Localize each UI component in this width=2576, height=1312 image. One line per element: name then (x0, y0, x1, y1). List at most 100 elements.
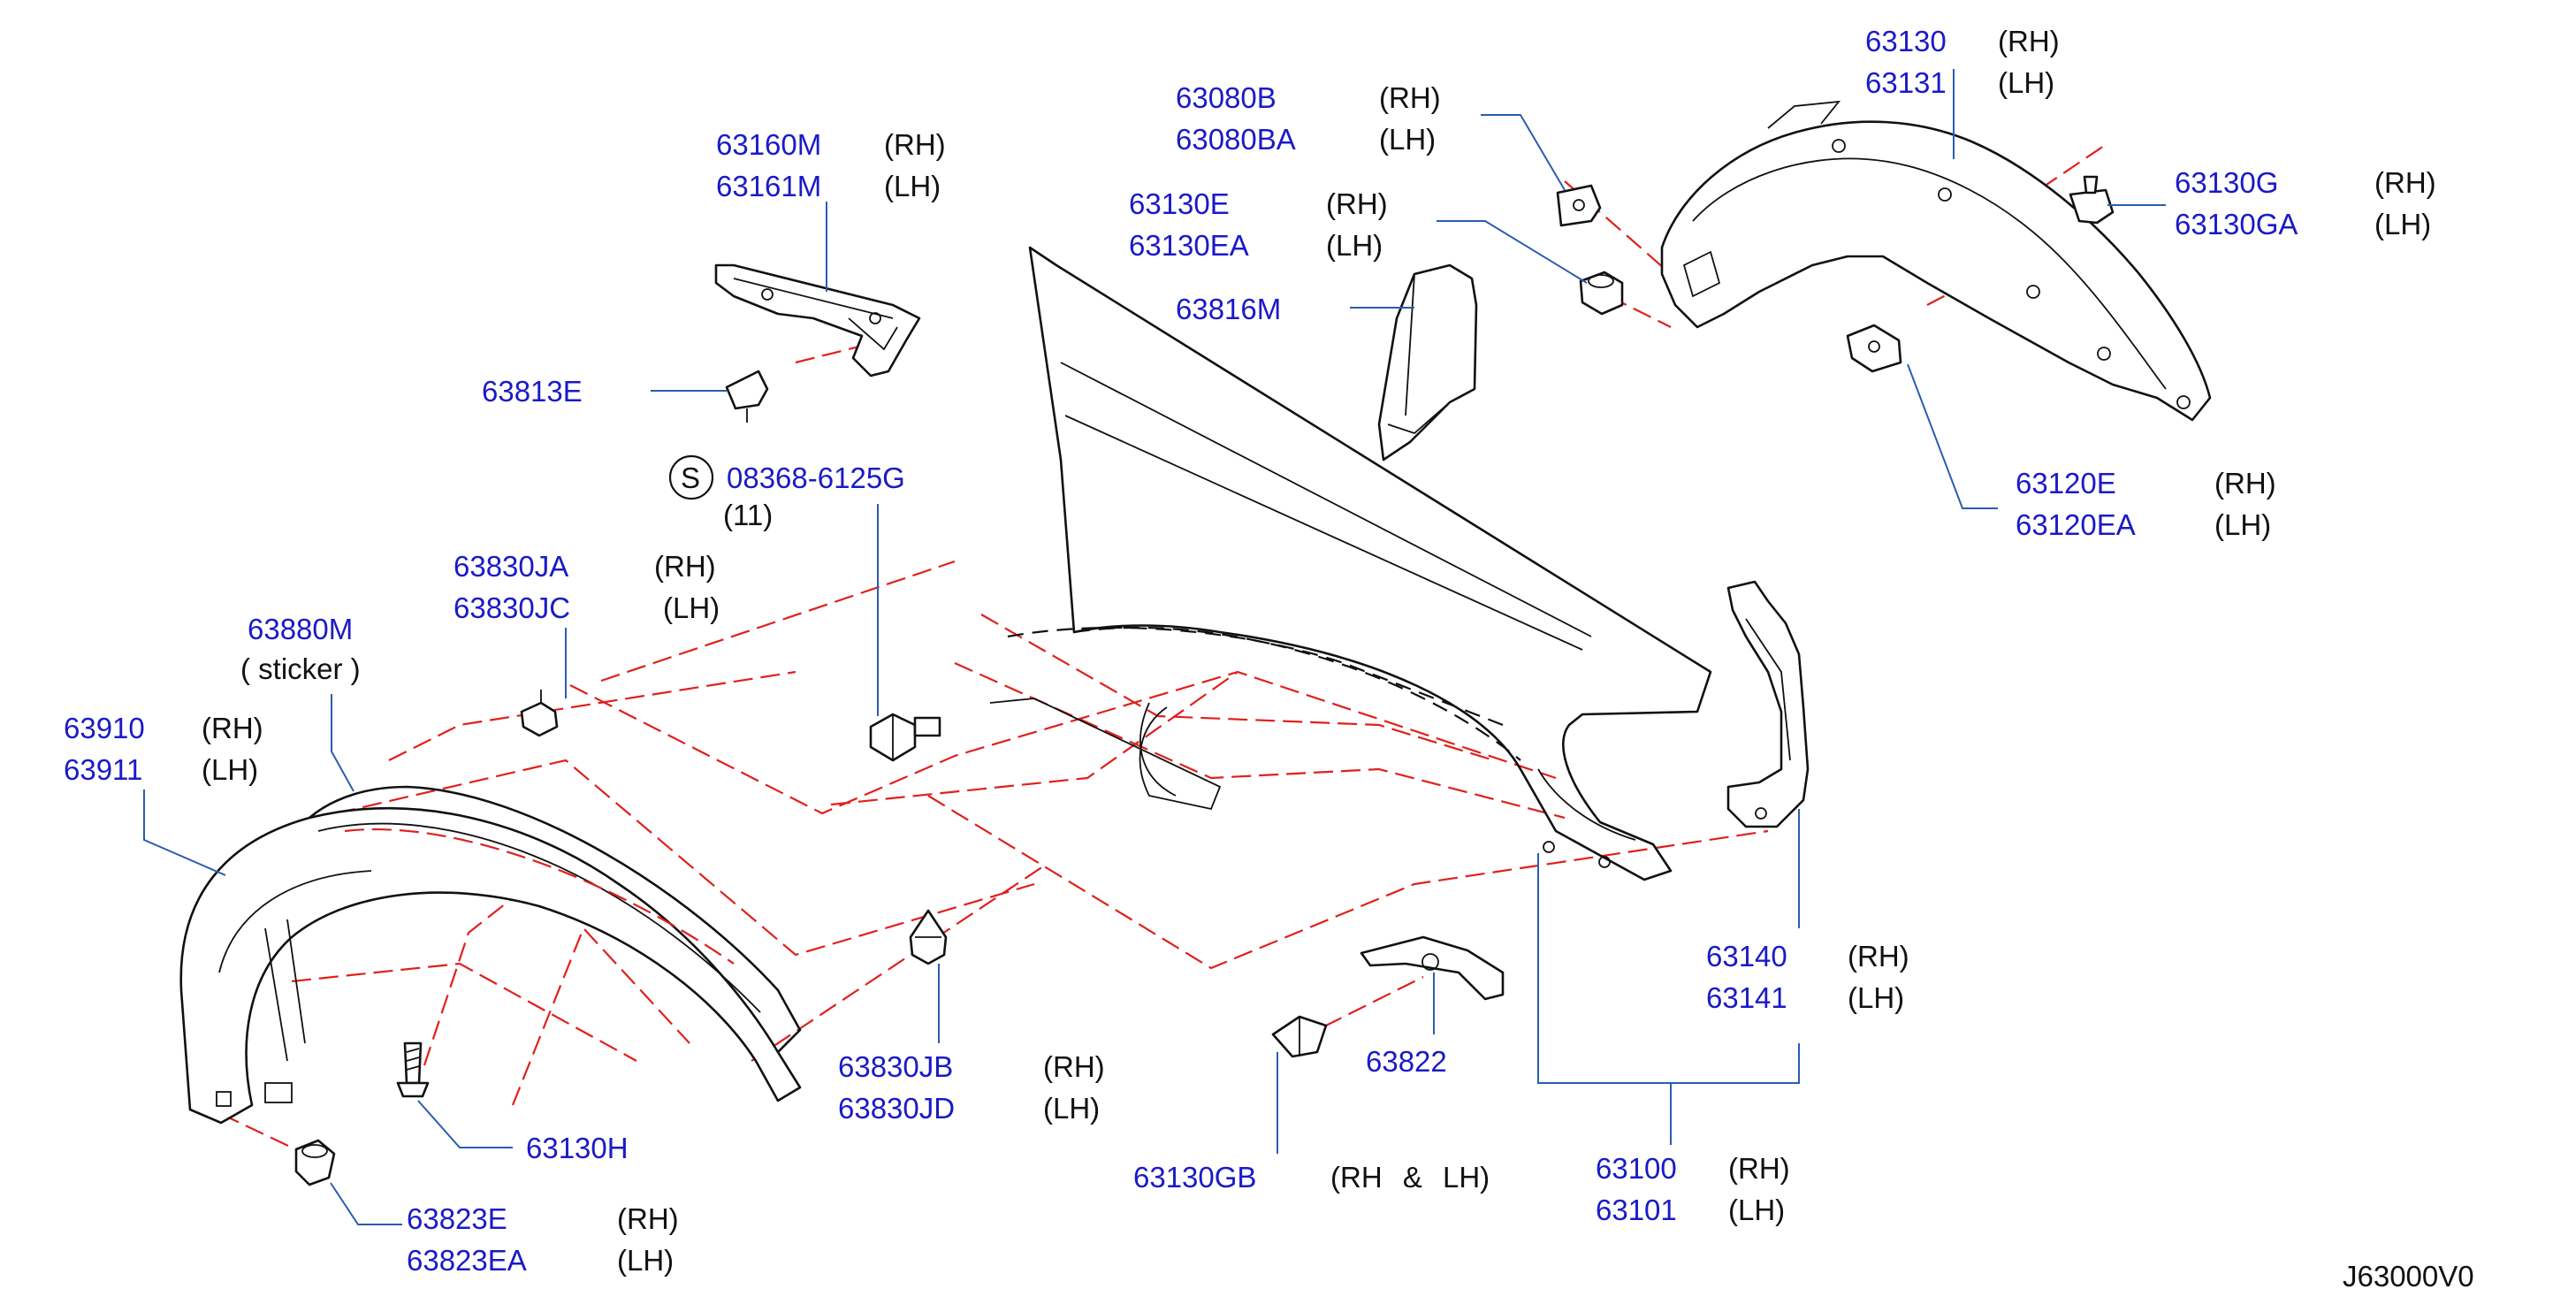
label-63130H: 63130H (526, 1132, 629, 1164)
part-number: 63120EA (2016, 508, 2136, 541)
clip-63080B (1556, 184, 1602, 227)
side-note: (RH) (654, 550, 716, 583)
side-note: (RH) (1728, 1152, 1790, 1185)
screw-63130H (396, 1041, 430, 1098)
label-63880M: 63880M ( sticker ) (240, 613, 361, 685)
clip-63830JA (520, 690, 559, 737)
part-number: 63880M (248, 613, 353, 645)
part-number: 63161M (716, 170, 821, 202)
label-63140: 63140 (RH) 63141 (LH) (1706, 940, 1909, 1014)
part-number: 63120E (2016, 467, 2116, 500)
part-number: 63830JC (453, 591, 570, 624)
label-63120E: 63120E (RH) 63120EA (LH) (2016, 467, 2276, 541)
label-63813E: 63813E (482, 375, 583, 408)
side-note: (LH) (202, 753, 258, 786)
clip-63130G (2069, 175, 2115, 225)
side-note: (RH) (1998, 25, 2060, 57)
bolt-08368-6125G (869, 713, 941, 762)
clip-63120E (1846, 324, 1902, 373)
bracket-63822 (1360, 935, 1505, 1001)
label-63100: 63100 (RH) 63101 (LH) (1596, 1152, 1790, 1226)
side-note: (RH) (1848, 940, 1909, 973)
side-note: (RH) (1043, 1050, 1105, 1083)
part-number: 63130GB (1133, 1161, 1256, 1194)
clip-63130GB (1271, 1015, 1328, 1058)
label-63130: 63130 (RH) 63131 (LH) (1865, 25, 2060, 99)
part-note: ( sticker ) (240, 652, 361, 685)
side-note: (LH) (1998, 66, 2054, 99)
standard-part-mark: S (681, 461, 700, 494)
side-note: (RH) (2214, 467, 2276, 500)
part-number: 63130 (1865, 25, 1947, 57)
part-number: 63130EA (1129, 229, 1249, 262)
side-note: (RH) (617, 1202, 679, 1235)
side-note: (RH) (1379, 81, 1441, 114)
label-63830JB: 63830JB (RH) 63830JD (LH) (838, 1050, 1105, 1125)
part-number: 63823EA (407, 1244, 527, 1277)
part-number: 63822 (1366, 1045, 1447, 1078)
label-63130GB: 63130GB (RH & LH) (1133, 1161, 1490, 1194)
grommet-63823E (294, 1139, 336, 1186)
part-number: 63830JB (838, 1050, 953, 1083)
part-number: 63830JD (838, 1092, 955, 1125)
label-63160M: 63160M (RH) 63161M (LH) (716, 128, 946, 202)
side-note: (LH) (1326, 229, 1383, 262)
label-63910: 63910 (RH) 63911 (LH) (64, 712, 263, 786)
fender-protector-rear (1660, 100, 2212, 422)
bracket-63160M (714, 263, 921, 378)
part-number: 63813E (482, 375, 583, 408)
clip-63130E (1579, 271, 1624, 316)
seal-63816M (1377, 263, 1478, 461)
part-number: 63131 (1865, 66, 1947, 99)
part-number: 63830JA (453, 550, 568, 583)
side-note: (RH) (2374, 166, 2436, 199)
label-63823E: 63823E (RH) 63823EA (LH) (407, 1202, 679, 1277)
diagram-code: J63000V0 (2343, 1260, 2474, 1293)
assembly-lines (220, 145, 2105, 1155)
side-note: (RH) (1326, 187, 1388, 220)
quantity: (11) (723, 499, 773, 531)
side-note: (LH) (1043, 1092, 1100, 1125)
label-63816M: 63816M (1176, 293, 1281, 325)
part-number: 63100 (1596, 1152, 1677, 1185)
part-number: 63823E (407, 1202, 507, 1235)
leader-lines (143, 69, 2166, 1225)
clip-63813E (725, 370, 769, 423)
side-note: (LH) (617, 1244, 674, 1277)
label-08368-6125G: S 08368-6125G (11) (668, 454, 905, 531)
side-note: (LH) (1848, 981, 1904, 1014)
fender-protector-front (179, 785, 802, 1125)
label-63080B: 63080B (RH) 63080BA (LH) (1176, 81, 1441, 156)
part-number: 63816M (1176, 293, 1281, 325)
bracket-63140 (1726, 580, 1810, 828)
part-number: 63911 (64, 753, 142, 786)
side-note: (RH) (884, 128, 946, 161)
label-63822: 63822 (1366, 1045, 1447, 1078)
part-number: 63910 (64, 712, 145, 744)
side-note: (LH) (1728, 1194, 1785, 1226)
part-number: 63080B (1176, 81, 1277, 114)
front-fender (989, 246, 1712, 881)
part-number: 63101 (1596, 1194, 1677, 1226)
side-note: (LH) (1379, 123, 1436, 156)
label-63130G: 63130G (RH) 63130GA (LH) (2175, 166, 2436, 240)
part-number: 63140 (1706, 940, 1787, 973)
part-number: 63130G (2175, 166, 2278, 199)
part-number: 63130GA (2175, 208, 2298, 240)
side-note: (RH & LH) (1330, 1161, 1490, 1194)
side-note: (LH) (663, 591, 720, 624)
clip-63830JB (909, 909, 948, 965)
part-number: 63130H (526, 1132, 629, 1164)
side-note: (RH) (202, 712, 263, 744)
side-note: (LH) (884, 170, 941, 202)
side-note: (LH) (2214, 508, 2271, 541)
part-number: 63080BA (1176, 123, 1296, 156)
label-63830JA: 63830JA (RH) 63830JC (LH) (453, 550, 720, 624)
side-note: (LH) (2374, 208, 2431, 240)
part-number: 63141 (1706, 981, 1787, 1014)
part-number: 08368-6125G (727, 461, 905, 494)
part-number: 63160M (716, 128, 821, 161)
label-63130E: 63130E (RH) 63130EA (LH) (1129, 187, 1388, 262)
part-number: 63130E (1129, 187, 1230, 220)
